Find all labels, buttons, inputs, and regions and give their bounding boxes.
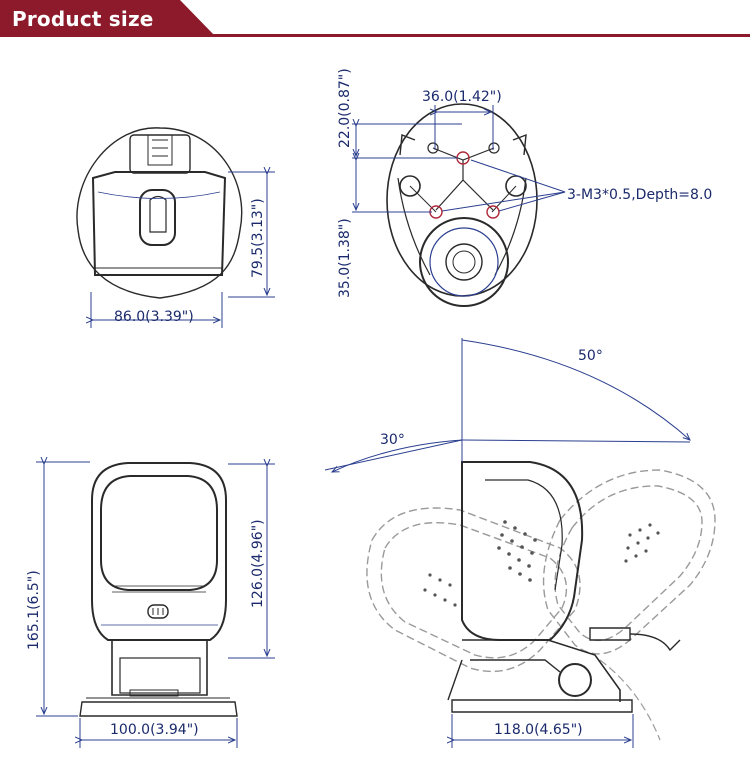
side-view-dots <box>423 520 660 607</box>
hole-spacing-label: 36.0(1.42") <box>422 89 502 105</box>
side-depth-label: 118.0(4.65") <box>494 722 583 738</box>
front-view <box>79 462 238 717</box>
tilt-forward-label: 50° <box>578 348 603 364</box>
header-shape <box>0 0 750 37</box>
tilt-back-label: 30° <box>380 432 405 448</box>
page-title: Product size <box>12 7 154 31</box>
side-view-ghost-forward <box>542 469 716 741</box>
hole-offset-top-label: 22.0(0.87") <box>337 68 353 148</box>
bottom-view-dimensions <box>352 105 566 213</box>
header-banner: Product size <box>0 0 750 40</box>
screw-note-label: 3-M3*0.5,Depth=8.0 <box>567 187 712 203</box>
side-view-ghost-back <box>366 507 581 673</box>
top-width-label: 86.0(3.39") <box>114 309 194 325</box>
bottom-view <box>386 103 538 307</box>
side-view <box>447 461 681 713</box>
front-width-label: 100.0(3.94") <box>110 722 199 738</box>
top-height-label: 79.5(3.13") <box>250 198 266 278</box>
hole-offset-bottom-label: 35.0(1.38") <box>337 218 353 298</box>
top-view-dimensions <box>91 172 275 328</box>
front-total-height-label: 165.1(6.5") <box>26 570 42 650</box>
front-head-height-label: 126.0(4.96") <box>250 519 266 608</box>
top-view <box>76 127 243 299</box>
front-view-dimensions <box>36 462 275 748</box>
side-view-dimensions <box>324 338 690 748</box>
